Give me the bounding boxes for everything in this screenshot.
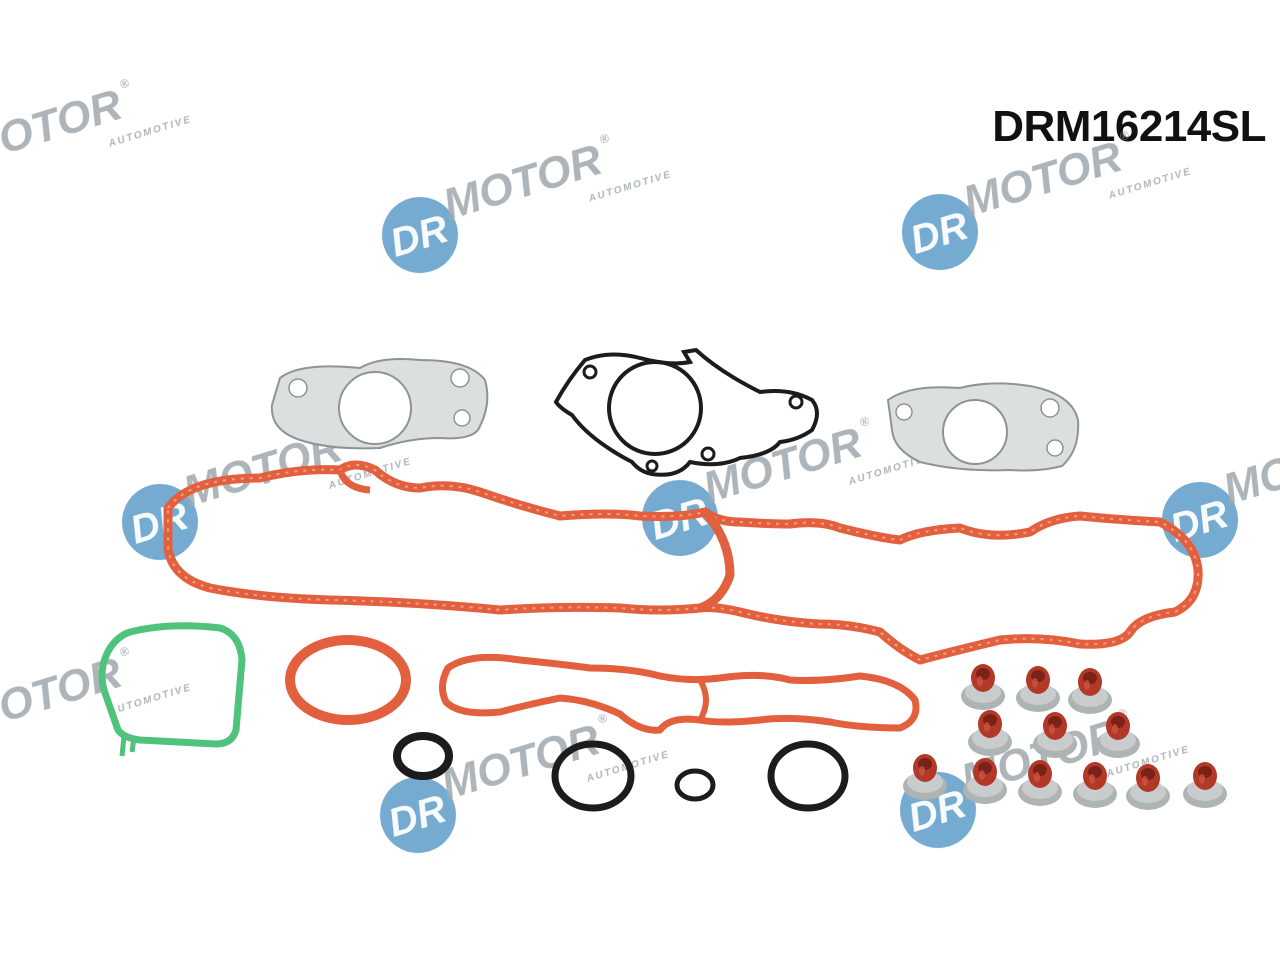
exhaust-gasket-left: [270, 358, 489, 450]
product-code: DRM16214SL: [992, 102, 1266, 151]
valve-cover-gasket: [163, 460, 1203, 665]
thermostat-gasket: [439, 653, 920, 734]
round-seal: [285, 635, 411, 725]
water-pump-gasket: [553, 347, 819, 477]
intake-gasket: [98, 622, 246, 757]
exhaust-gasket-right: [886, 382, 1080, 472]
o-rings: [393, 732, 849, 812]
